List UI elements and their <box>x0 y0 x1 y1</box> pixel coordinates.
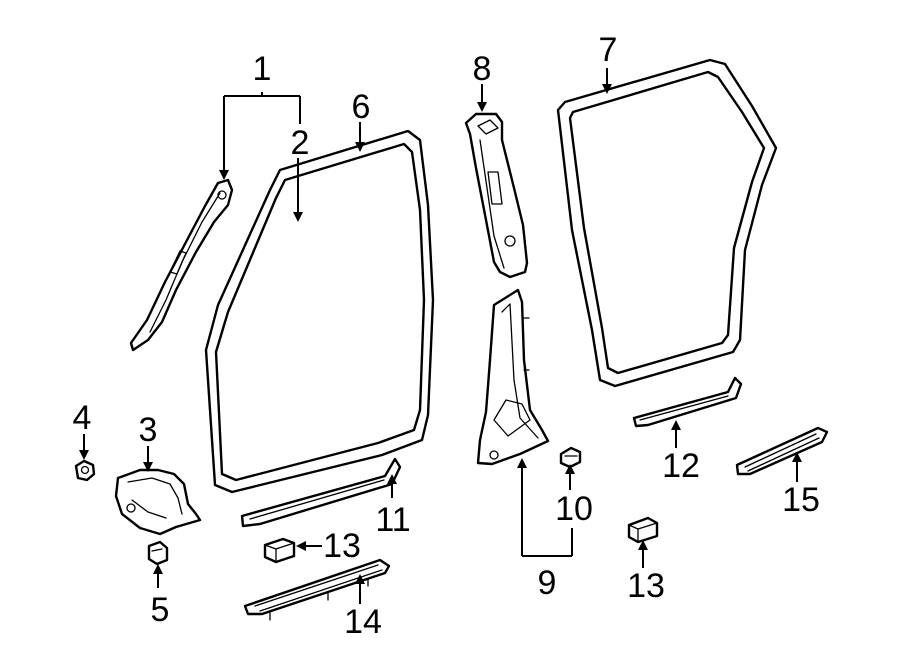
callout-1: 1 <box>253 50 272 88</box>
spacer-block-part-13-left <box>263 537 296 564</box>
rear-sill-plate-part-15 <box>735 426 829 476</box>
clip-part-10 <box>559 446 582 469</box>
callout-3: 3 <box>139 411 158 449</box>
callout-13-right: 13 <box>627 567 665 605</box>
callout-12: 12 <box>662 447 700 485</box>
spacer-block-part-13-right <box>627 516 659 544</box>
callout-8: 8 <box>473 50 492 88</box>
callout-4: 4 <box>73 399 92 437</box>
callout-5: 5 <box>151 591 170 629</box>
cowl-side-trim-part-3 <box>114 468 202 536</box>
callout-15: 15 <box>782 481 820 519</box>
b-pillar-upper-garnish-part-8 <box>464 112 529 279</box>
front-sill-plate-part-14 <box>243 558 391 621</box>
leader-1 <box>224 92 300 178</box>
rear-door-weatherstrip-part-7 <box>556 58 778 388</box>
callout-14: 14 <box>344 603 382 641</box>
callout-2: 2 <box>291 124 310 162</box>
callout-7: 7 <box>599 31 618 69</box>
callout-9: 9 <box>538 564 557 602</box>
leader-9 <box>522 460 572 557</box>
retainer-part-5 <box>147 540 169 566</box>
callout-6: 6 <box>352 88 371 126</box>
nut-part-4 <box>74 459 96 482</box>
a-pillar-garnish-part-1 <box>129 178 234 352</box>
leader-lines <box>79 68 802 604</box>
callout-13-left: 13 <box>323 527 361 565</box>
b-pillar-lower-garnish-part-9 <box>476 288 550 466</box>
callout-numbers: 1 2 6 7 8 3 4 5 11 13 14 10 9 12 13 15 <box>73 31 820 641</box>
front-door-weatherstrip-part-6 <box>204 129 435 494</box>
callout-11: 11 <box>375 501 410 539</box>
rear-scuff-plate-part-12 <box>632 376 743 428</box>
callout-10: 10 <box>555 490 593 528</box>
